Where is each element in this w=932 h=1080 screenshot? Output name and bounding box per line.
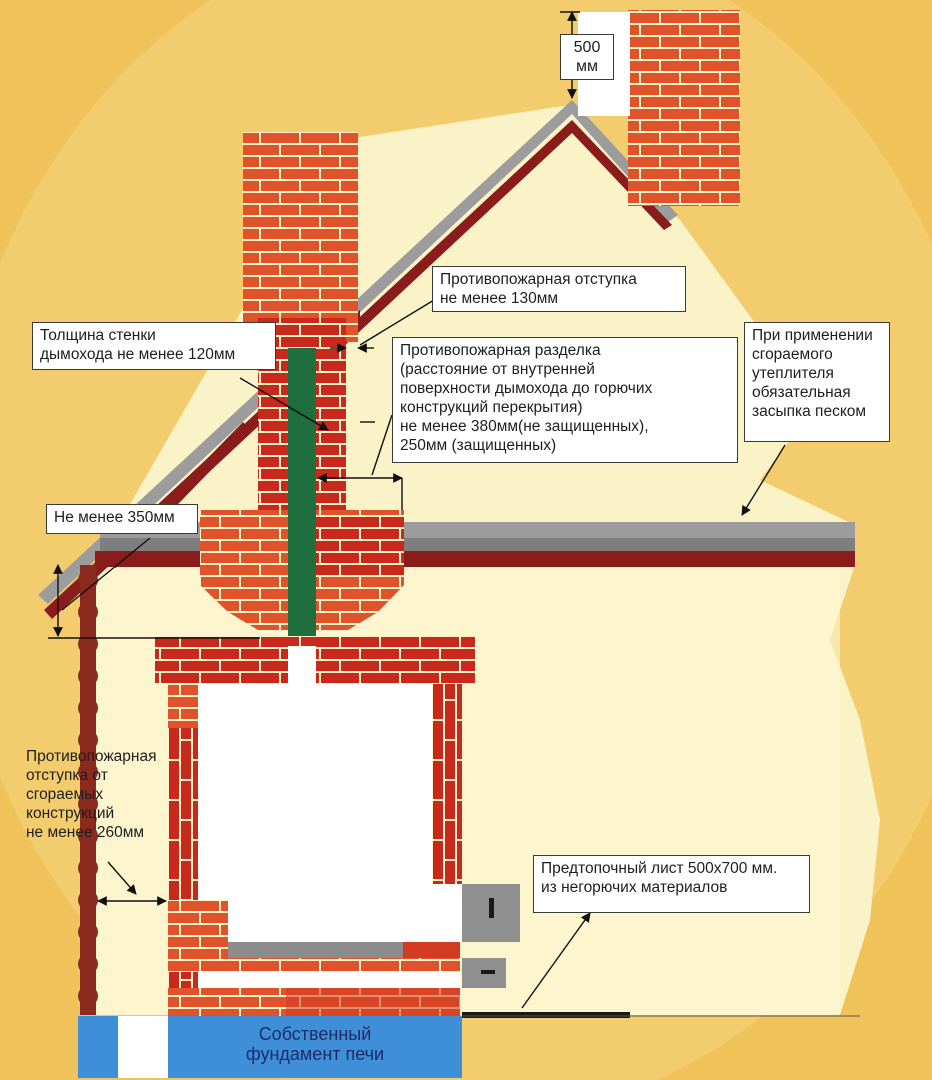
label-separation: Противопожарная разделка (расстояние от …: [392, 337, 738, 463]
label-height-500: 500 мм: [560, 34, 614, 80]
label-pre-furnace-sheet: Предтопочный лист 500х700 мм. из негорюч…: [533, 855, 810, 913]
pre-furnace-sheet: [462, 1012, 630, 1018]
label-foundation: Собственный фундамент печи: [245, 1024, 385, 1064]
label-sand-fill: При применении сгораемого утеплителя обя…: [744, 322, 890, 442]
chimney-flue: [288, 348, 316, 645]
chimney-top: [243, 132, 358, 342]
label-offset-130: Противопожарная отступка не менее 130мм: [432, 266, 686, 312]
label-offset-260: Противопожарная отступка от сгораемых ко…: [26, 748, 157, 841]
roof-grey-layer: [38, 100, 678, 604]
upper-chimney-right: [628, 10, 740, 206]
label-wall-thickness: Толщина стенки дымохода не менее 120мм: [32, 322, 276, 370]
roof-red-layer: [44, 120, 672, 619]
label-min-350: Не менее 350мм: [46, 504, 198, 534]
foundation-block: [168, 1016, 462, 1078]
stove-firebox: [198, 684, 432, 942]
